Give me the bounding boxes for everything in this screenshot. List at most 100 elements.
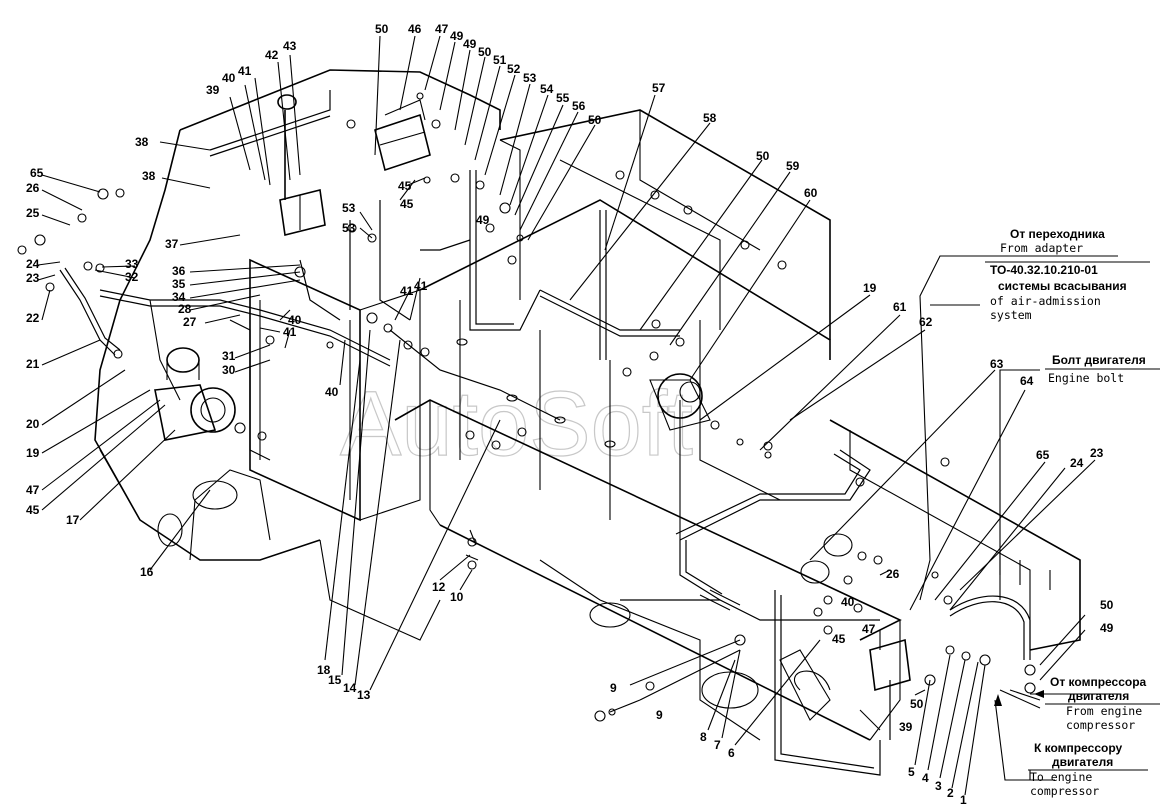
callout: 42 [265, 48, 279, 62]
callout: 13 [357, 688, 371, 702]
callout: 35 [172, 277, 186, 291]
callout: 10 [450, 590, 464, 604]
callout: 1 [960, 793, 967, 807]
callout: 53 [342, 221, 356, 235]
callout: 38 [142, 169, 156, 183]
callout: 37 [165, 237, 179, 251]
callout: 43 [283, 39, 297, 53]
callout: 65 [30, 166, 44, 180]
label-en: Engine bolt [1048, 371, 1124, 385]
callout: 4 [922, 771, 929, 785]
label-air-admission: ТО-40.32.10.210-01 системы всасывания of… [985, 261, 1150, 322]
callout: 47 [435, 22, 449, 36]
callout: 49 [463, 37, 477, 51]
callout: 21 [26, 357, 40, 371]
callout: 54 [540, 82, 554, 96]
callout: 19 [863, 281, 877, 295]
label-from-compressor: От компрессора двигателя From engine com… [1045, 675, 1160, 732]
label-ru: От переходника [1010, 227, 1105, 241]
label-en: compressor [1066, 718, 1135, 732]
callout: 2 [947, 786, 954, 800]
callout: 41 [414, 279, 428, 293]
callout: 3 [935, 779, 942, 793]
callout: 45 [26, 503, 40, 517]
callout: 17 [66, 513, 80, 527]
callout: 14 [343, 681, 357, 695]
callout: 41 [283, 325, 297, 339]
callout: 38 [135, 135, 149, 149]
callout: 47 [862, 622, 876, 636]
callout: 16 [140, 565, 154, 579]
label-en: system [990, 308, 1032, 322]
callout: 19 [26, 446, 40, 460]
callout: 59 [786, 159, 800, 173]
callout: 24 [26, 257, 40, 271]
callout: 49 [450, 29, 464, 43]
label-engine-bolt: Болт двигателя Engine bolt [1045, 353, 1160, 385]
callout: 39 [899, 720, 913, 734]
callout: 50 [375, 22, 389, 36]
callout: 40 [841, 595, 855, 609]
callout: 46 [408, 22, 422, 36]
label-from-adapter: От переходника From adapter [975, 227, 1118, 257]
callout: 41 [400, 284, 414, 298]
label-en: To engine [1030, 770, 1092, 784]
callout: 57 [652, 81, 666, 95]
label-ru: двигателя [1052, 755, 1113, 769]
callout: 61 [893, 300, 907, 314]
callout: 52 [507, 62, 521, 76]
callout: 50 [588, 113, 602, 127]
label-en: From adapter [1000, 241, 1083, 255]
arrow-from-compressor [1034, 690, 1044, 698]
callout: 18 [317, 663, 331, 677]
callout: 62 [919, 315, 933, 329]
callout: 33 [125, 257, 139, 271]
callout: 40 [325, 385, 339, 399]
callout: 25 [26, 206, 40, 220]
callout: 31 [222, 349, 236, 363]
label-en: of air-admission [990, 294, 1101, 308]
callout: 9 [656, 708, 663, 722]
callout: 50 [910, 697, 924, 711]
callout: 50 [478, 45, 492, 59]
callout: 50 [756, 149, 770, 163]
callout: 26 [26, 181, 40, 195]
callout: 27 [183, 315, 197, 329]
callout: 24 [1070, 456, 1084, 470]
callout: 51 [493, 53, 507, 67]
callout: 47 [26, 483, 40, 497]
components [17, 92, 1036, 722]
callout: 49 [1100, 621, 1114, 635]
callout: 45 [832, 632, 846, 646]
arrow-to-compressor [994, 694, 1002, 706]
watermark: AutoSoft [340, 373, 693, 475]
label-to-compressor: К компрессору двигателя To engine compre… [1028, 741, 1148, 798]
label-ru: двигателя [1068, 689, 1129, 703]
label-ru: Болт двигателя [1052, 353, 1146, 367]
callout: 50 [1100, 598, 1114, 612]
callout: 32 [125, 270, 139, 284]
label-ru: ТО-40.32.10.210-01 [990, 263, 1098, 277]
callout: 7 [714, 738, 721, 752]
label-ru: К компрессору [1034, 741, 1122, 755]
callout: 40 [288, 313, 302, 327]
callout: 30 [222, 363, 236, 377]
callout: 36 [172, 264, 186, 278]
label-en: From engine [1066, 704, 1142, 718]
callout: 9 [610, 681, 617, 695]
callout: 45 [400, 197, 414, 211]
callout: 28 [178, 302, 192, 316]
callout: 34 [172, 290, 186, 304]
callout: 12 [432, 580, 446, 594]
callout: 26 [886, 567, 900, 581]
callout: 53 [342, 201, 356, 215]
callout: 39 [206, 83, 220, 97]
callout: 53 [523, 71, 537, 85]
callout: 41 [238, 64, 252, 78]
callout: 55 [556, 91, 570, 105]
label-ru: системы всасывания [998, 279, 1127, 293]
callout: 8 [700, 730, 707, 744]
callout: 22 [26, 311, 40, 325]
